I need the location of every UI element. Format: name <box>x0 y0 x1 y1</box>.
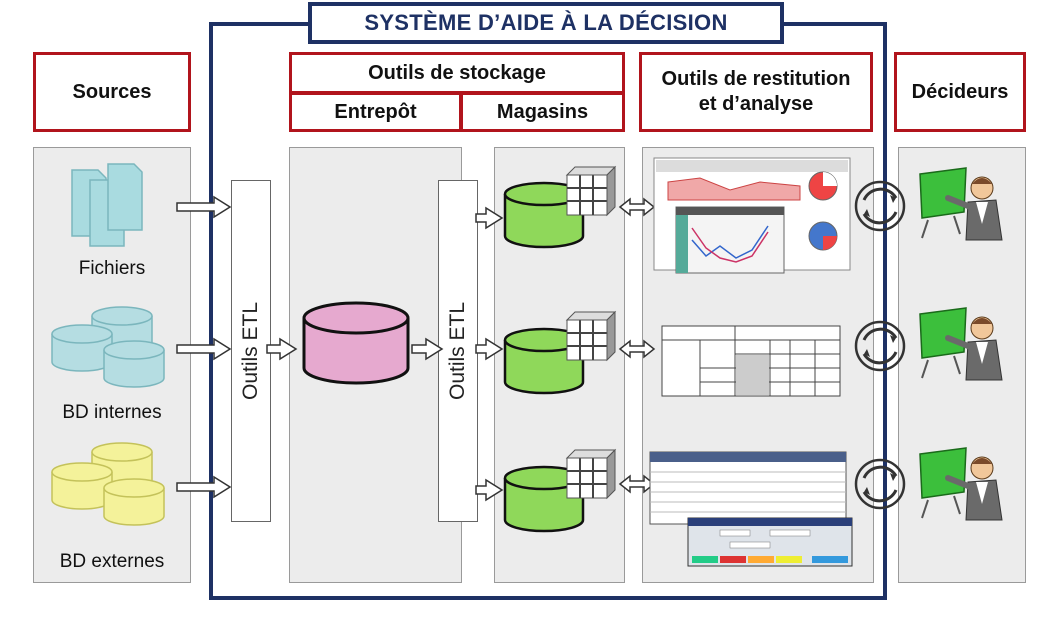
header-outils-stockage: Outils de stockage <box>289 52 625 94</box>
diagram-title: SYSTÈME D’AIDE À LA DÉCISION <box>308 2 784 44</box>
header-entrepot: Entrepôt <box>289 92 462 132</box>
magasin-1-icon <box>503 166 616 249</box>
refresh-cycle-icon <box>854 458 906 510</box>
arrow-right-icon <box>176 337 232 361</box>
arrow-right-icon <box>176 475 232 499</box>
olap-cube-icon <box>566 166 616 216</box>
presenter-icon <box>920 448 1002 520</box>
arrow-right-icon <box>176 195 232 219</box>
etl-box-2: Outils ETL <box>438 180 478 522</box>
magasin-3-icon <box>503 449 616 533</box>
entrepot-database-icon <box>302 301 410 385</box>
presenter-icon <box>920 168 1002 240</box>
double-arrow-icon <box>618 339 656 359</box>
flow-arrows <box>176 195 656 502</box>
double-arrow-icon <box>618 197 656 217</box>
olap-cube-icon <box>566 311 616 361</box>
form-report-icon <box>649 451 853 567</box>
arrow-right-icon <box>475 206 504 230</box>
header-decideurs: Décideurs <box>894 52 1026 132</box>
arrow-right-icon <box>266 337 298 361</box>
magasin-2-icon <box>503 311 616 395</box>
pivot-table-report-icon <box>661 325 841 397</box>
bd-internes-icon <box>51 306 165 388</box>
arrow-right-icon <box>475 478 504 502</box>
label-fichiers: Fichiers <box>78 258 146 279</box>
dashboard-report-icon <box>653 157 851 274</box>
label-bd-externes: BD externes <box>59 551 165 572</box>
bd-externes-icon <box>51 442 165 526</box>
arrow-right-icon <box>411 337 444 361</box>
double-arrow-icon <box>618 474 656 494</box>
panel-decideurs <box>898 147 1026 583</box>
documents-icon <box>71 163 143 247</box>
label-bd-internes: BD internes <box>62 402 162 423</box>
etl-box-1: Outils ETL <box>231 180 271 522</box>
refresh-cycle-icon <box>854 320 906 372</box>
arrow-right-icon <box>475 337 504 361</box>
olap-cube-icon <box>566 449 616 499</box>
header-sources: Sources <box>33 52 191 132</box>
presenter-icon <box>920 308 1002 380</box>
refresh-cycle-icon <box>854 180 906 232</box>
header-magasins: Magasins <box>460 92 625 132</box>
header-outils-restitution: Outils de restitution et d’analyse <box>639 52 873 132</box>
